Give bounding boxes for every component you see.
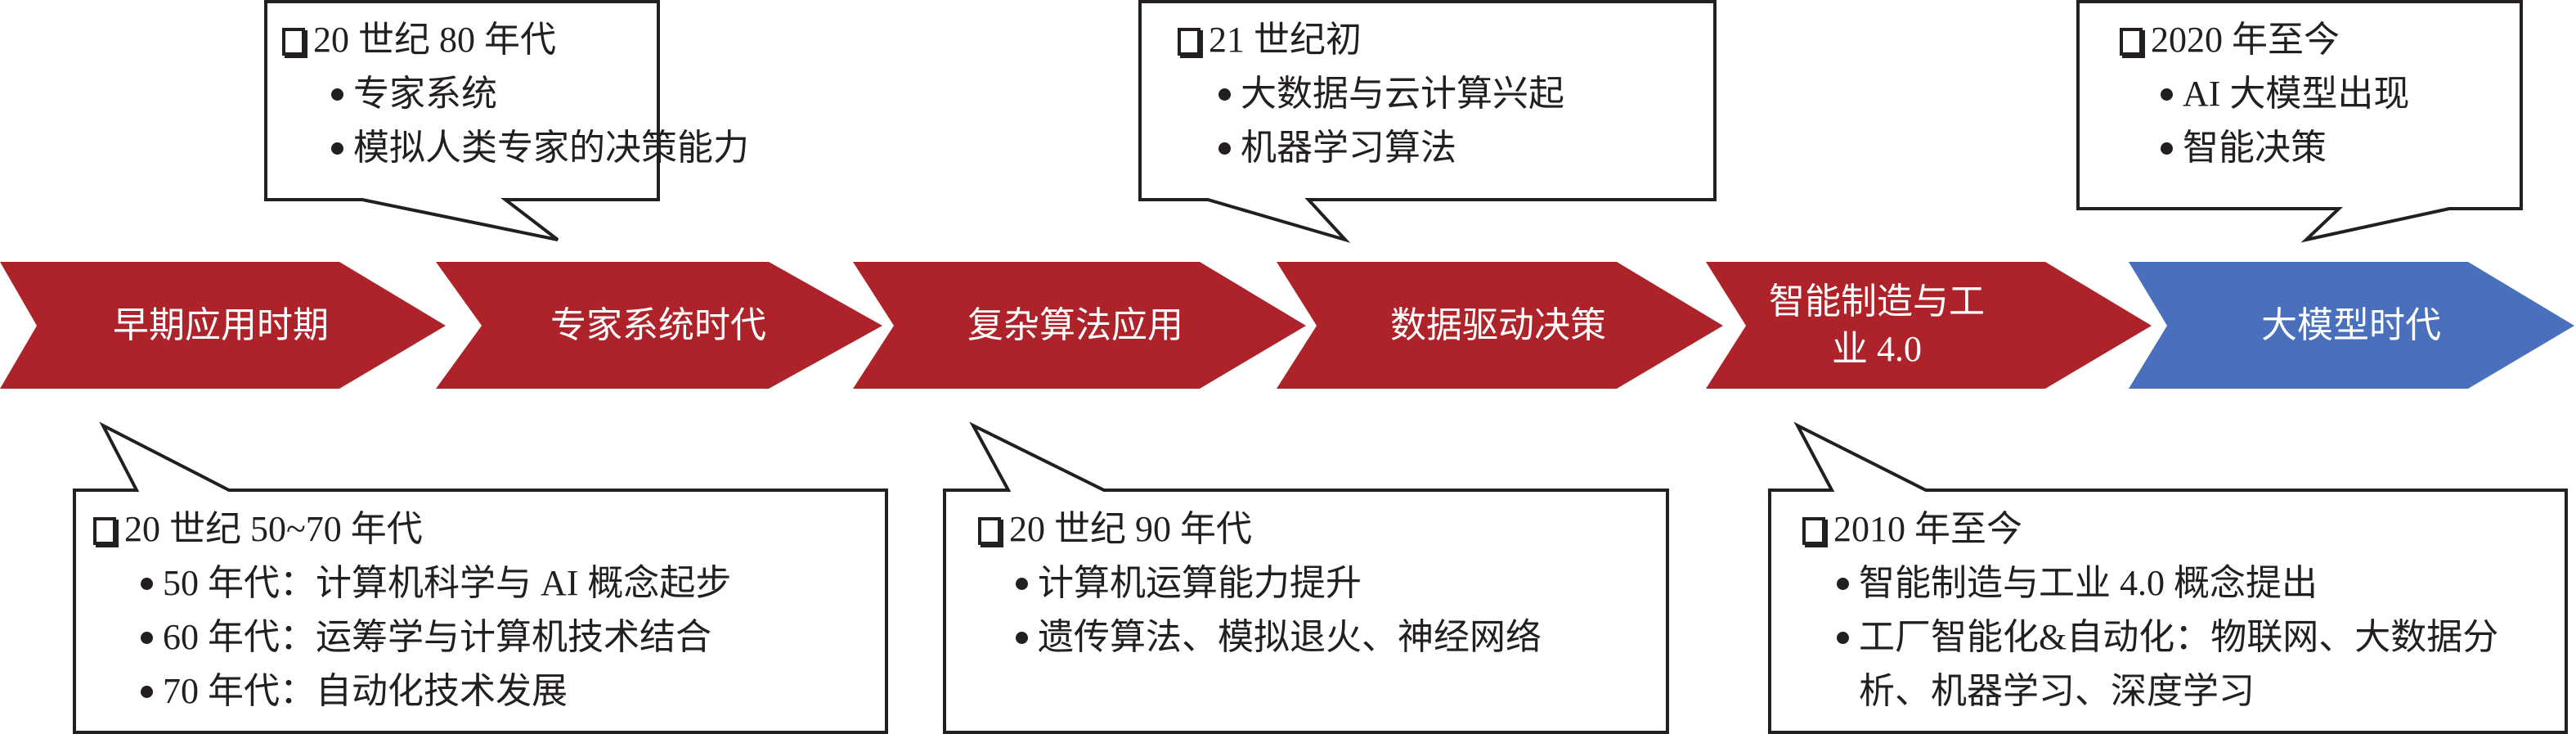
callout-top-3: 2020 年至今 AI 大模型出现 智能决策 — [2120, 13, 2409, 175]
callout-bottom-2: 20 世纪 90 年代 计算机运算能力提升 遗传算法、模拟退火、神经网络 — [978, 502, 1542, 664]
callout-title: 20 世纪 80 年代 — [282, 13, 749, 67]
bullet-icon — [1016, 632, 1028, 644]
callout-title: 20 世纪 50~70 年代 — [93, 502, 731, 556]
phase-arrow-4 — [1277, 262, 1723, 389]
checkbox-square-icon — [978, 517, 1001, 545]
list-item: 模拟人类专家的决策能力 — [282, 121, 749, 175]
bullet-icon — [331, 142, 343, 155]
list-item: AI 大模型出现 — [2120, 67, 2409, 121]
callout-bottom-3-shape — [1768, 421, 2568, 734]
callout-title-text: 20 世纪 90 年代 — [1009, 509, 1252, 549]
list-item: 机器学习算法 — [1178, 121, 1564, 175]
callout-title: 2010 年至今 — [1802, 502, 2538, 556]
callout-top-3-shape — [2076, 0, 2523, 243]
phase-arrow-1 — [0, 262, 446, 389]
list-item: 计算机运算能力提升 — [978, 556, 1542, 610]
bullet-icon — [2161, 142, 2173, 155]
list-item: 50 年代：计算机科学与 AI 概念起步 — [93, 556, 731, 610]
bullet-icon — [331, 88, 343, 101]
bullet-icon — [1016, 578, 1028, 590]
phase-arrow-3 — [853, 262, 1306, 389]
bullet-icon — [141, 578, 153, 590]
checkbox-square-icon — [282, 28, 305, 56]
list-item: 60 年代：运筹学与计算机技术结合 — [93, 610, 731, 664]
phase-arrow-5 — [1706, 262, 2152, 389]
callout-top-1-shape — [264, 0, 660, 241]
bullet-icon — [141, 686, 153, 698]
callout-top-2: 21 世纪初 大数据与云计算兴起 机器学习算法 — [1178, 13, 1564, 175]
list-item: 70 年代：自动化技术发展 — [93, 664, 731, 718]
list-item: 遗传算法、模拟退火、神经网络 — [978, 610, 1542, 664]
callout-bottom-1: 20 世纪 50~70 年代 50 年代：计算机科学与 AI 概念起步 60 年… — [93, 502, 731, 718]
checkbox-square-icon — [93, 517, 116, 545]
bullet-icon — [1218, 88, 1231, 101]
bullet-icon — [1218, 142, 1231, 155]
list-item: 智能制造与工业 4.0 概念提出 — [1802, 556, 2538, 610]
callout-bottom-2-shape — [943, 421, 1669, 734]
callout-bottom-3: 2010 年至今 智能制造与工业 4.0 概念提出 工厂智能化&自动化：物联网、… — [1802, 502, 2538, 718]
callout-title-text: 20 世纪 50~70 年代 — [124, 509, 423, 549]
checkbox-square-icon — [1178, 28, 1200, 56]
phase-label-large-models: 大模型时代 — [2261, 304, 2441, 345]
checkbox-square-icon — [2120, 28, 2143, 56]
bullet-icon — [2161, 88, 2173, 101]
callout-title: 21 世纪初 — [1178, 13, 1564, 67]
phase-label-complex-algorithms: 复杂算法应用 — [967, 304, 1183, 345]
callout-title-text: 20 世纪 80 年代 — [313, 20, 556, 60]
bullet-icon — [1837, 632, 1849, 644]
phase-label-expert-systems: 专家系统时代 — [550, 304, 766, 345]
callout-title: 2020 年至今 — [2120, 13, 2409, 67]
list-item: 专家系统 — [282, 67, 749, 121]
phase-arrow-2 — [436, 262, 882, 389]
callout-title: 20 世纪 90 年代 — [978, 502, 1542, 556]
list-item: 工厂智能化&自动化：物联网、大数据分析、机器学习、深度学习 — [1802, 610, 2538, 718]
callout-top-2-shape — [1138, 0, 1717, 243]
phase-label-early: 早期应用时期 — [113, 304, 329, 345]
callout-title-text: 2010 年至今 — [1833, 509, 2022, 549]
phase-label-data-driven: 数据驱动决策 — [1390, 304, 1606, 345]
list-item: 智能决策 — [2120, 121, 2409, 175]
callout-top-1: 20 世纪 80 年代 专家系统 模拟人类专家的决策能力 — [282, 13, 749, 175]
bullet-icon — [141, 632, 153, 644]
phase-label-industry-4: 智能制造与工业 4.0 — [1769, 281, 1985, 369]
callout-title-text: 21 世纪初 — [1209, 20, 1362, 60]
phase-arrow-6 — [2129, 262, 2574, 389]
bullet-icon — [1837, 578, 1849, 590]
callout-bottom-1-shape — [73, 421, 888, 734]
checkbox-square-icon — [1802, 517, 1825, 545]
list-item: 大数据与云计算兴起 — [1178, 67, 1564, 121]
callout-title-text: 2020 年至今 — [2151, 20, 2340, 60]
